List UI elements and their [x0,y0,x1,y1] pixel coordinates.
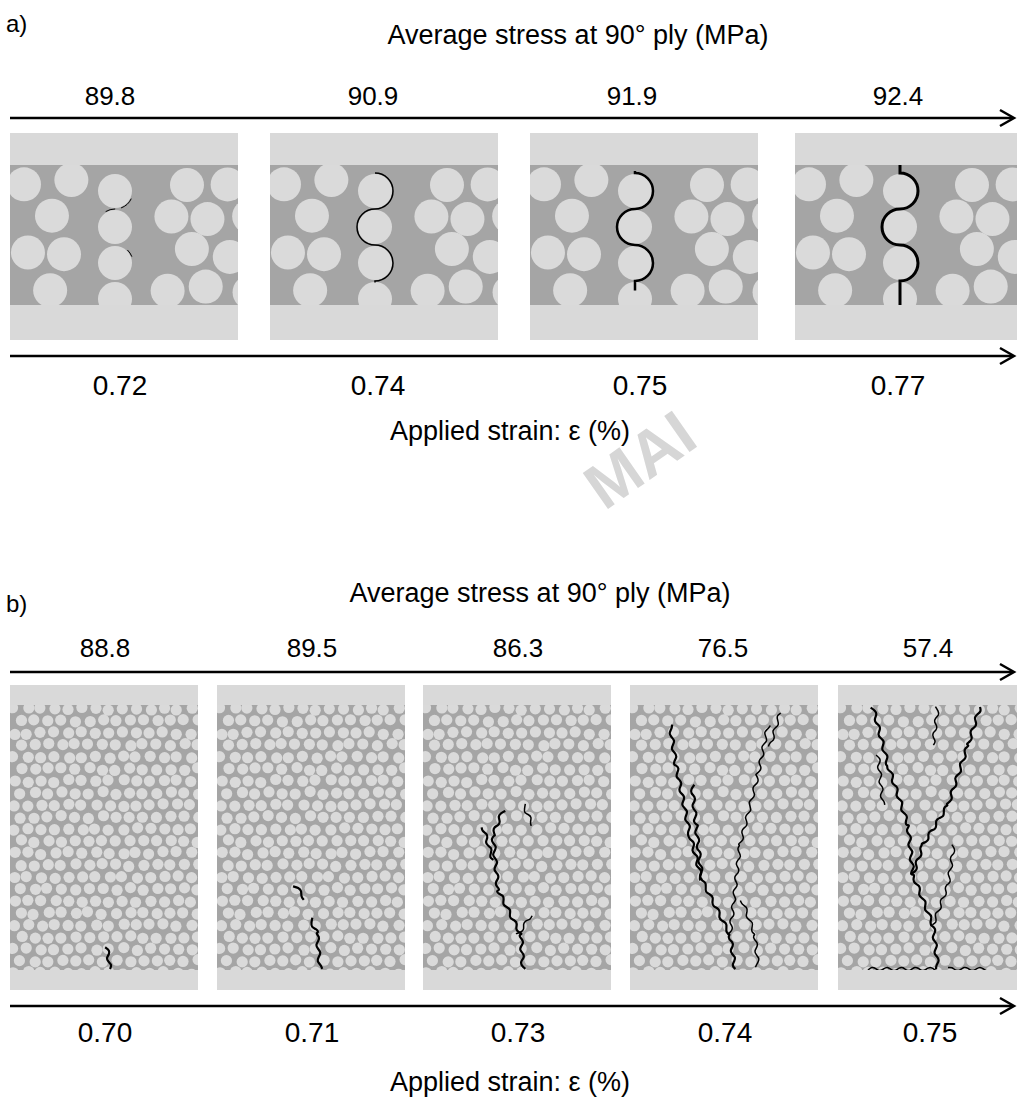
axis-arrow [10,110,1014,126]
stress-value: 90.9 [348,82,399,111]
axis-title: Applied strain: ε (%) [390,1068,630,1098]
crack [932,845,954,925]
strain-value: 0.75 [613,371,668,402]
stress-value: 89.5 [287,634,338,663]
crack [617,165,653,305]
micrograph-model [420,685,631,990]
micrograph-model [835,685,1017,990]
axis-title: Applied strain: ε (%) [390,417,630,447]
crack [311,918,322,969]
strain-value: 0.74 [351,371,406,402]
crack [911,707,981,874]
crack [868,967,938,970]
strain-value: 0.75 [903,1018,958,1049]
micrograph-model [267,133,567,340]
stress-value: 91.9 [607,82,658,111]
strain-value: 0.77 [871,371,926,402]
stress-value: 89.8 [85,82,136,111]
micrograph-model [7,133,307,340]
stress-value: 92.4 [873,82,924,111]
strain-value: 0.72 [93,371,148,402]
micrograph-model [214,685,425,990]
micrograph-model [792,133,1017,340]
stress-value: 76.5 [698,634,749,663]
micrograph-model [627,685,838,990]
crack [728,725,771,934]
crack [948,967,988,970]
strain-value: 0.70 [78,1018,133,1049]
crack [97,165,133,305]
stress-value: 57.4 [903,634,954,663]
strain-value: 0.74 [698,1018,753,1049]
crack [105,947,111,969]
crack [768,713,780,746]
crack [876,755,885,805]
crack [293,886,304,900]
crack [740,901,758,968]
crack [516,916,532,934]
panel-letter: b) [6,591,27,617]
axis-arrow [10,348,1014,364]
axis-title: Average stress at 90° ply (MPa) [350,579,731,609]
crack [882,165,918,305]
micrograph-model [7,685,218,990]
strain-value: 0.71 [285,1018,340,1049]
crack [670,725,702,881]
axis-arrow [10,664,1014,680]
crack [482,827,494,860]
axis-title: Average stress at 90° ply (MPa) [388,21,769,51]
crack [691,785,735,969]
micrograph-model [527,133,827,340]
stress-value: 88.8 [80,634,131,663]
axis-arrow [10,998,1014,1014]
crack [357,165,393,305]
panel-letter: a) [6,11,27,37]
crack [524,804,531,826]
stress-value: 86.3 [493,634,544,663]
crack [933,707,939,745]
strain-value: 0.73 [491,1018,546,1049]
crack [492,811,525,969]
